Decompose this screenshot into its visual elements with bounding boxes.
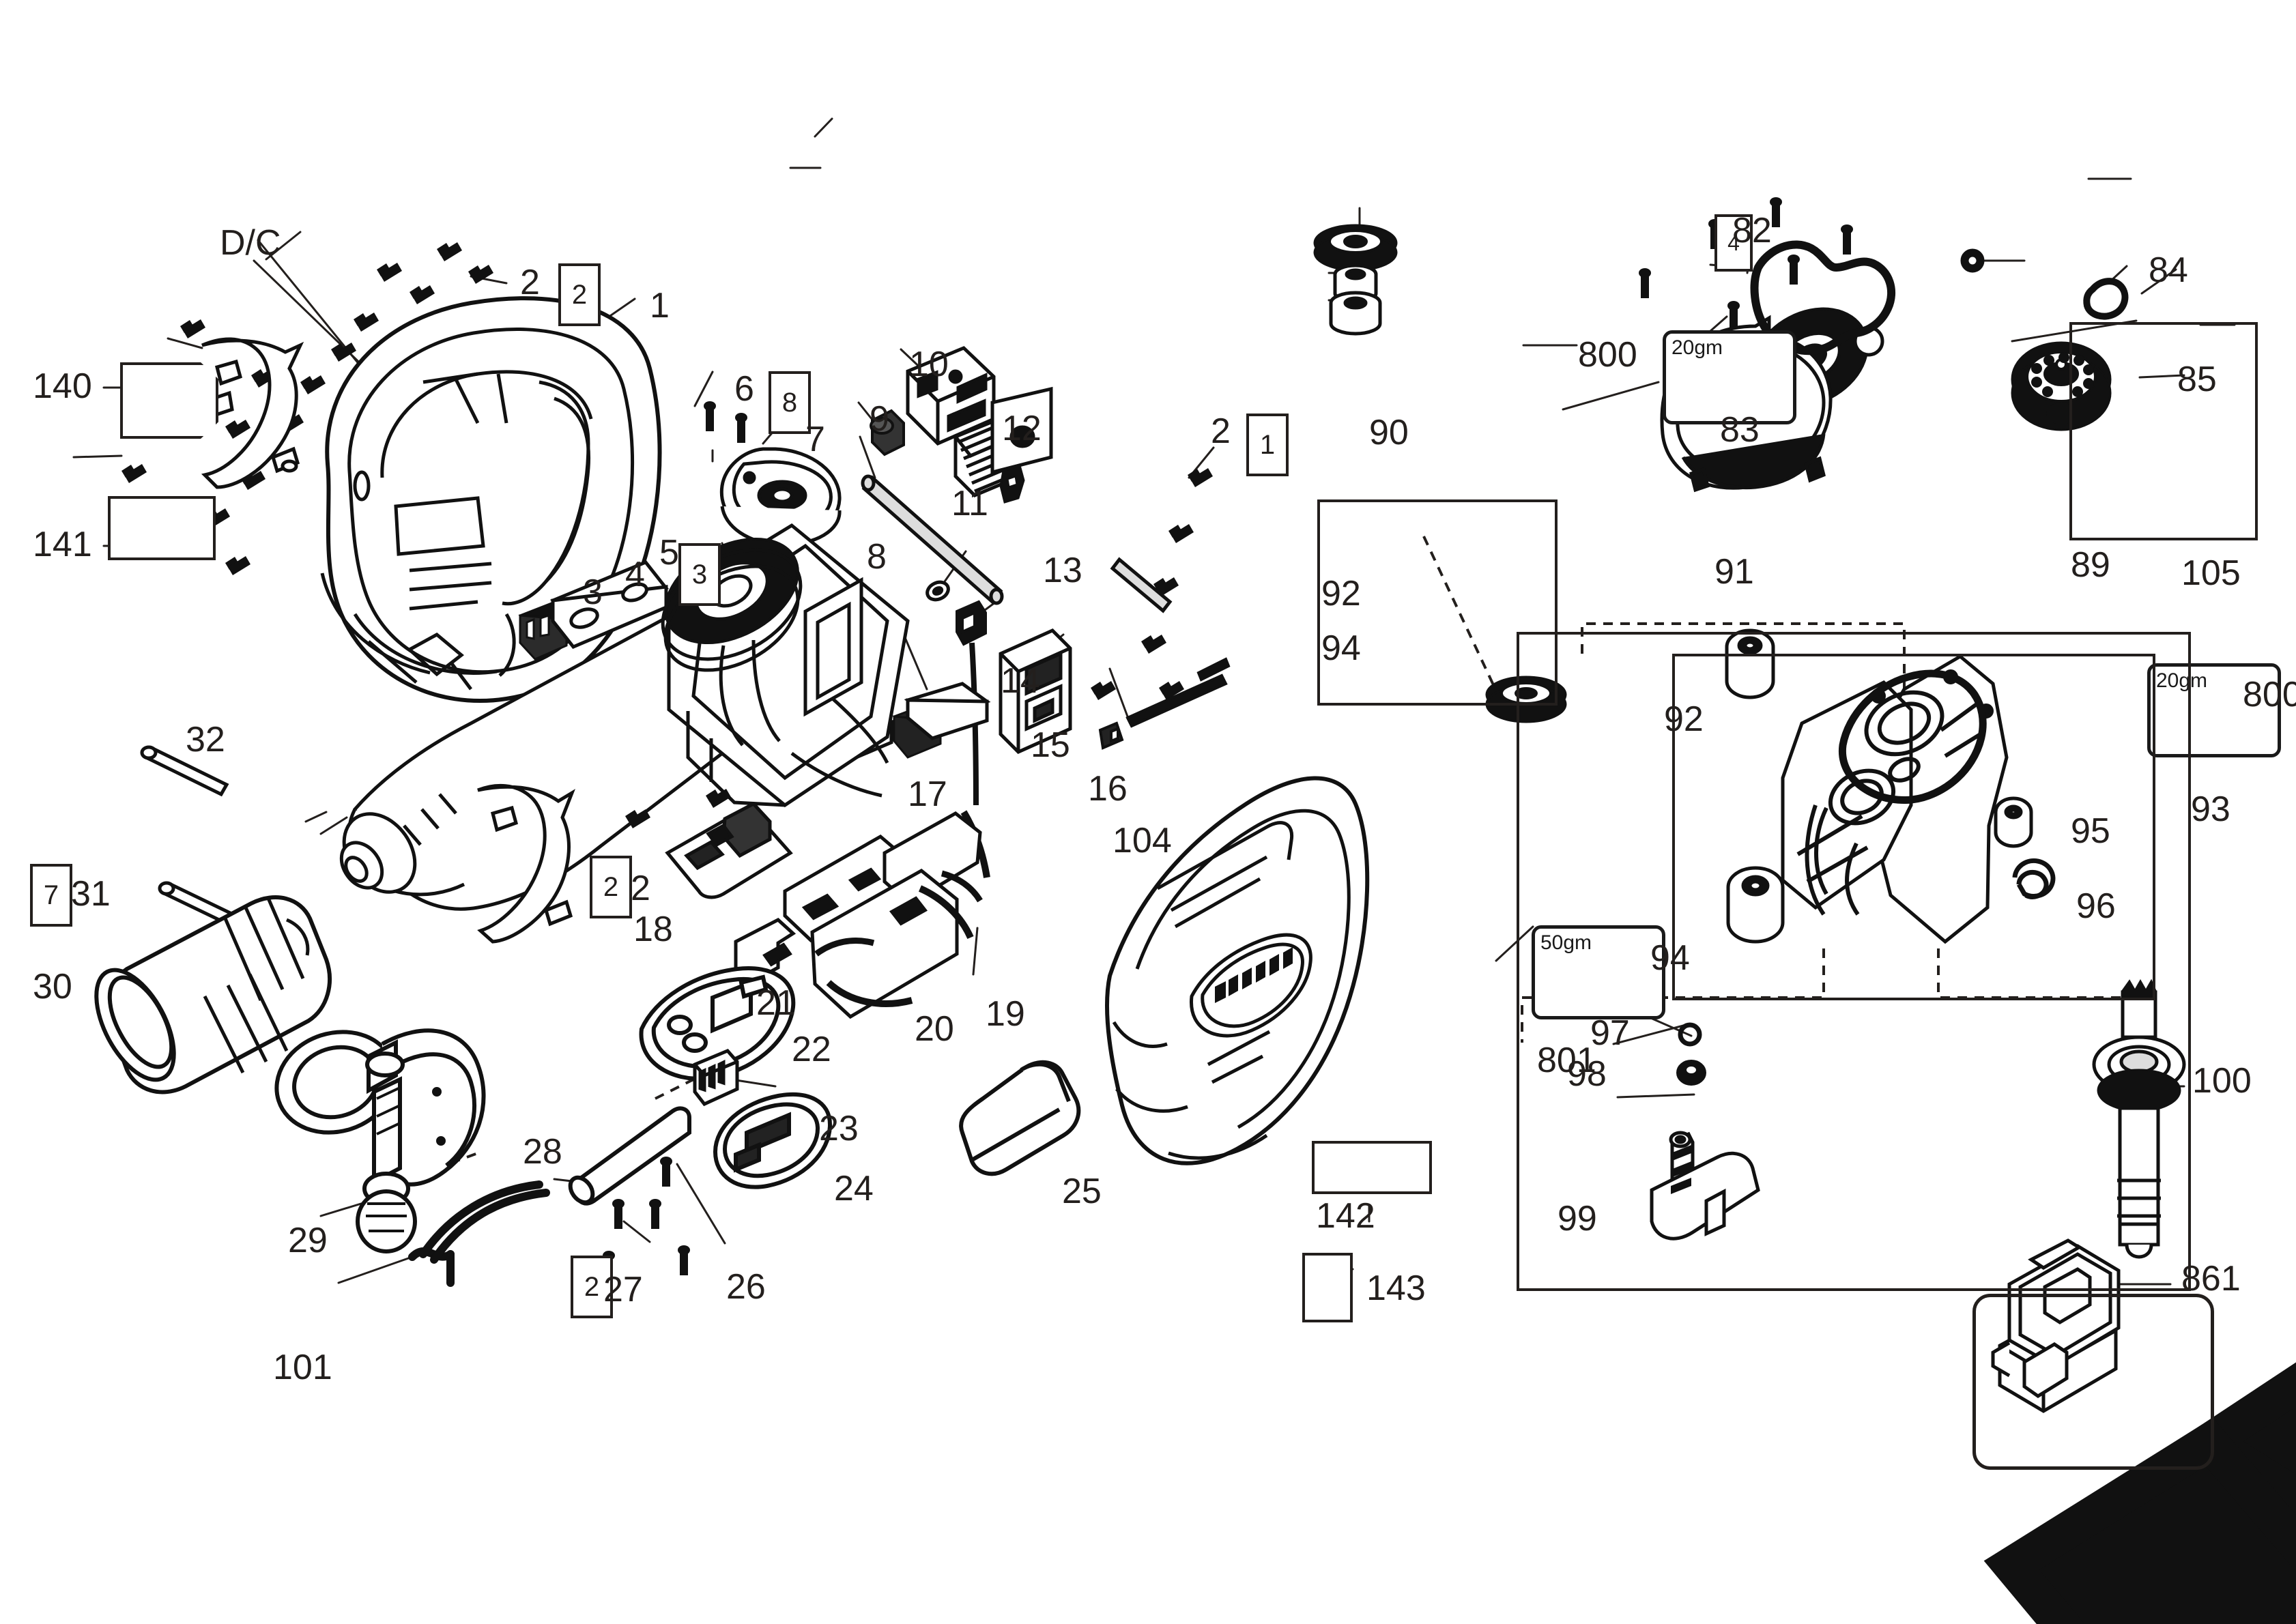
callout-105: 105	[2181, 553, 2241, 593]
callout-14: 14	[1001, 661, 1040, 701]
grease-tube-icon	[1983, 1362, 2296, 1624]
nameplate-box-140	[120, 362, 218, 439]
callout-13: 13	[1043, 551, 1082, 590]
callout-25: 25	[1062, 1172, 1102, 1211]
callout-101: 101	[273, 1348, 332, 1387]
callout-29: 29	[288, 1221, 328, 1260]
nameplate-box-141	[108, 496, 216, 560]
callout-7: 7	[805, 420, 825, 459]
callout-12: 12	[1002, 409, 1042, 448]
callout-18: 18	[633, 910, 673, 949]
callout-98: 98	[1567, 1054, 1607, 1094]
callout-dc: D/C	[220, 223, 281, 263]
callout-95: 95	[2071, 811, 2110, 851]
callout-801: 801	[1537, 1041, 1596, 1080]
qty-box-2-mid: 2	[590, 856, 632, 918]
grease-box-800-top: 20gm	[1663, 330, 2296, 1624]
grease-weight-label: 20gm	[1671, 336, 1723, 359]
callout-92-box90: 92	[1321, 574, 1361, 613]
nameplate-box-142	[1312, 1141, 1432, 1194]
callout-10: 10	[909, 345, 949, 384]
callout-94-box93: 94	[1650, 938, 1690, 978]
callout-141: 141	[33, 525, 92, 564]
qty-box-4-top: 4	[1714, 214, 1753, 272]
callout-21: 21	[756, 983, 796, 1023]
qty-box-3-mid: 3	[678, 543, 721, 606]
callout-96: 96	[2076, 886, 2116, 926]
callout-27: 27	[603, 1270, 643, 1309]
qty-box-2-top: 2	[558, 263, 601, 326]
callout-23: 23	[819, 1109, 859, 1148]
callout-99: 99	[1558, 1199, 1597, 1238]
callout-861: 861	[2181, 1259, 2241, 1299]
callout-90: 90	[1369, 413, 1409, 452]
grease-box-801: 50gm	[1532, 925, 1665, 1019]
callout-15: 15	[1031, 725, 1070, 765]
callout-31: 31	[71, 874, 111, 914]
callout-3: 3	[583, 572, 603, 612]
callout-26: 26	[726, 1267, 766, 1307]
callout-84: 84	[2149, 250, 2188, 290]
callout-30: 30	[33, 967, 72, 1006]
callout-28: 28	[523, 1132, 562, 1172]
callout-91: 91	[1714, 552, 1754, 592]
callout-20: 20	[915, 1009, 954, 1049]
grease-weight-label: 20gm	[2156, 669, 2208, 692]
callout-142: 142	[1316, 1196, 1375, 1236]
callout-97: 97	[1590, 1013, 1630, 1053]
group-box-93	[1672, 654, 2155, 1000]
callout-1: 1	[650, 286, 670, 325]
callout-800-main: 800	[2243, 675, 2296, 714]
grease-box-800-main: 20gm	[2147, 663, 2281, 757]
callout-94-box90: 94	[1321, 628, 1361, 668]
nameplate-box-143	[1302, 1253, 1353, 1322]
callout-85: 85	[2177, 360, 2217, 399]
qty-box-2-bot: 2	[571, 1256, 613, 1318]
callout-104: 104	[1113, 821, 1172, 860]
callout-140: 140	[33, 366, 92, 406]
grease-weight-label: 50gm	[1540, 931, 1592, 954]
qty-box-7-left: 7	[30, 864, 72, 927]
callout-100: 100	[2192, 1061, 2252, 1101]
callout-82: 82	[1732, 211, 1772, 250]
group-box-85	[2069, 322, 2258, 540]
callout-11: 11	[951, 484, 988, 523]
callout-143: 143	[1366, 1268, 1426, 1308]
group-box-90	[1317, 499, 1558, 706]
callout-92-box93: 92	[1664, 699, 1704, 739]
callout-22: 22	[792, 1030, 831, 1069]
callout-17: 17	[908, 774, 947, 814]
callout-8: 8	[867, 537, 887, 577]
callout-2-mid: 2	[631, 869, 650, 908]
callout-32: 32	[186, 720, 225, 759]
callout-2-right: 2	[1211, 411, 1231, 451]
callout-24: 24	[834, 1169, 874, 1208]
qty-box-1-right: 1	[1246, 414, 1289, 476]
callout-5: 5	[659, 533, 679, 572]
callout-19: 19	[986, 994, 1025, 1034]
group-box-105	[1517, 632, 2191, 1291]
callout-83: 83	[1720, 410, 1760, 450]
callout-16: 16	[1088, 769, 1128, 809]
callout-89: 89	[2071, 545, 2110, 585]
callout-93: 93	[2191, 789, 2230, 829]
callout-2-top: 2	[520, 263, 540, 302]
callout-6: 6	[734, 369, 754, 409]
callout-800-top: 800	[1578, 335, 1637, 375]
callout-9: 9	[870, 399, 889, 439]
callout-4: 4	[625, 555, 645, 594]
group-box-861	[1972, 1294, 2214, 1470]
qty-box-8-mid: 8	[769, 371, 811, 434]
